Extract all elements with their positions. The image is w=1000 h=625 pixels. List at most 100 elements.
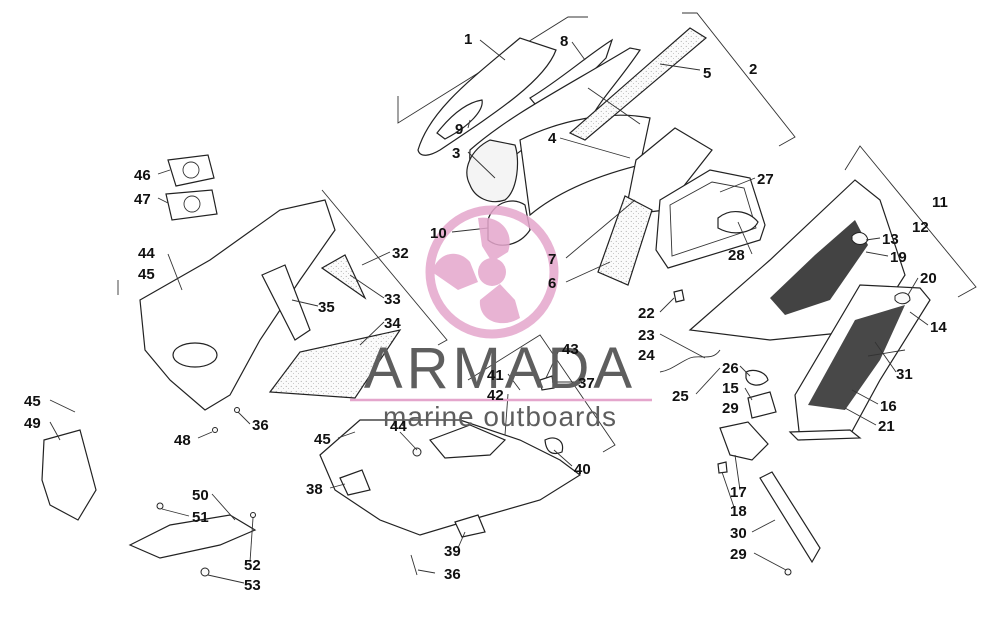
leader-35 [291, 299, 319, 307]
leader-lines [49, 39, 929, 584]
callout-45-far-left: 45 [24, 393, 41, 410]
callout-36-bottom: 36 [444, 566, 461, 583]
part-plate-17 [719, 421, 769, 461]
leader-45b [337, 431, 356, 439]
callout-10: 10 [430, 225, 447, 242]
part-cover-49 [41, 429, 97, 521]
leader-4 [559, 137, 631, 159]
callout-43: 43 [562, 341, 579, 358]
callout-33: 33 [384, 291, 401, 308]
callout-32: 32 [392, 245, 409, 262]
callout-12: 12 [912, 219, 929, 236]
leader-45c [49, 399, 76, 413]
callout-37: 37 [578, 375, 595, 392]
leader-20 [907, 277, 919, 296]
leader-7 [565, 199, 636, 259]
callout-20: 20 [920, 270, 937, 287]
leader-36a [237, 411, 251, 425]
leader-25 [695, 367, 721, 395]
bracket-group-2 [682, 12, 796, 147]
callout-50: 50 [192, 487, 209, 504]
callout-51: 51 [192, 509, 209, 526]
callout-19: 19 [890, 249, 907, 266]
logo-ring [425, 205, 559, 339]
leader-13 [865, 237, 881, 241]
part-gasket-46-hole [182, 161, 200, 179]
part-foam-34 [268, 329, 402, 399]
part-decal-16 [808, 305, 905, 410]
logo-blade-right [479, 284, 520, 324]
callout-27: 27 [757, 171, 774, 188]
windshield-assembly [417, 27, 713, 286]
part-port-lower [172, 342, 218, 368]
part-foam-5 [568, 27, 708, 141]
part-decal-xf [770, 220, 868, 315]
callout-41: 41 [487, 367, 504, 384]
leader-14 [909, 311, 929, 326]
leader-31 [874, 341, 897, 373]
part-decal-9 [436, 99, 483, 140]
leader-52 [249, 517, 254, 563]
callout-34: 34 [384, 315, 401, 332]
bracket-group-bottom-pan [467, 334, 616, 453]
small-hardware [659, 289, 821, 576]
callout-22: 22 [638, 305, 655, 322]
leader-6 [565, 261, 611, 283]
callout-31: 31 [896, 366, 913, 383]
right-side-panel-assembly [688, 179, 931, 441]
armada-propeller-logo [425, 205, 559, 339]
part-plug-26 [745, 369, 769, 386]
leader-44a [167, 253, 183, 291]
part-gasket-47 [165, 189, 218, 221]
leader-44b [399, 431, 418, 451]
part-screw-52 [250, 512, 256, 518]
callout-46: 46 [134, 167, 151, 184]
callout-3: 3 [452, 145, 460, 162]
part-bracket-50 [128, 514, 257, 559]
leader-26 [739, 365, 751, 377]
callout-44-bottom: 44 [390, 418, 407, 435]
logo-blade-left [432, 253, 478, 290]
bracket-group-32 [321, 189, 448, 346]
part-bar-31 [867, 349, 906, 357]
callout-17: 17 [730, 484, 747, 501]
leader-34 [359, 321, 385, 346]
part-knob-53 [200, 567, 210, 577]
part-bolt-51 [156, 502, 164, 510]
logo-hub [478, 258, 506, 286]
part-rod [587, 87, 641, 125]
callout-47: 47 [134, 191, 151, 208]
part-clip-22 [673, 289, 685, 303]
bracket-group-11 [844, 145, 977, 298]
callout-labels: 1 2 3 4 5 6 7 8 9 10 11 12 13 14 15 16 1… [24, 31, 948, 594]
callout-6: 6 [548, 275, 556, 292]
callout-45-bottom: 45 [314, 431, 331, 448]
leader-18 [721, 471, 736, 511]
part-decal-33 [320, 254, 367, 300]
leader-22 [659, 297, 675, 313]
callout-53: 53 [244, 577, 261, 594]
part-trim-21 [788, 429, 862, 441]
callout-28: 28 [728, 247, 745, 264]
callout-45-left: 45 [138, 266, 155, 283]
lower-bracket-assembly [128, 502, 257, 577]
part-gasket-46 [167, 154, 215, 187]
part-guard-40 [544, 437, 564, 455]
tank-cover-assembly [139, 154, 402, 433]
leader-38 [329, 483, 346, 489]
leader-41 [507, 373, 521, 391]
callout-15: 15 [722, 380, 739, 397]
leader-36b [417, 569, 436, 574]
leader-47 [157, 197, 169, 204]
leader-23 [659, 333, 706, 359]
callout-29-lower: 29 [730, 546, 747, 563]
callout-4: 4 [548, 130, 557, 147]
part-wire-24 [659, 349, 721, 373]
leader-39 [457, 531, 466, 549]
leader-29b [753, 552, 787, 571]
part-knob-20 [894, 292, 911, 305]
part-belly-pan [319, 419, 582, 536]
part-gasket-47-hole [183, 195, 201, 213]
leader-46 [157, 169, 171, 175]
